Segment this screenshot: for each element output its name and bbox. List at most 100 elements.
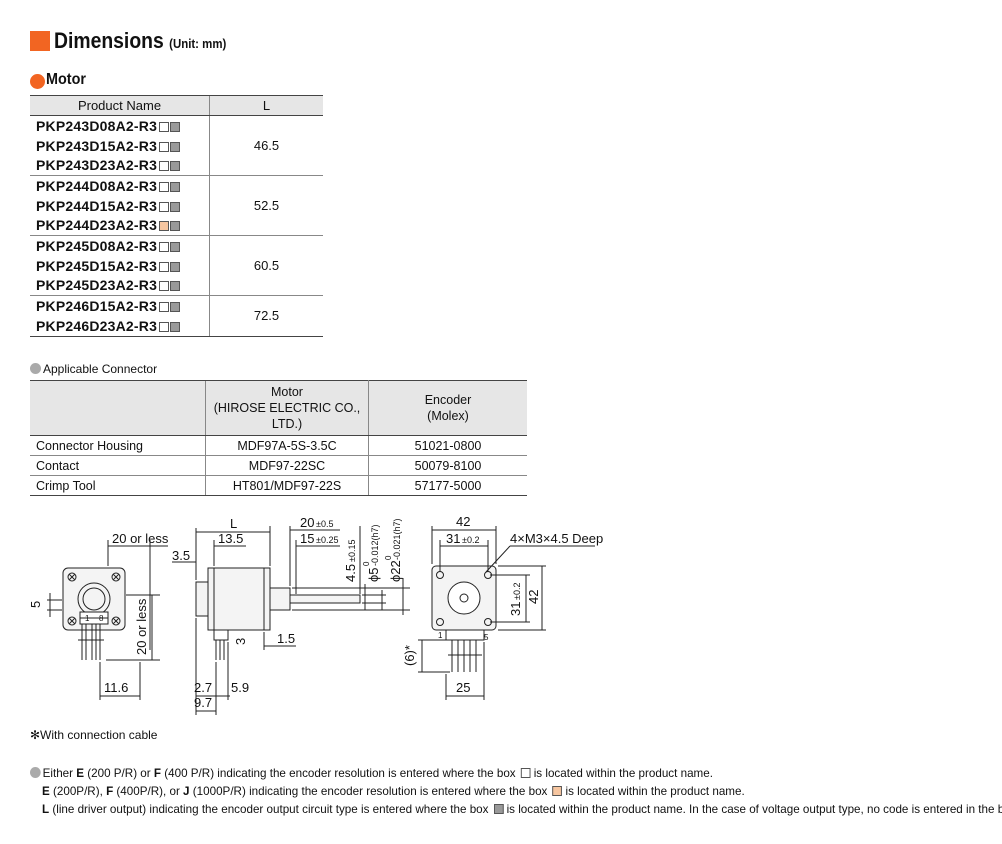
length-cell: 60.5	[209, 235, 323, 297]
white-box-icon	[159, 161, 170, 172]
pin-label: 1	[85, 614, 90, 623]
dim-label: 15	[300, 531, 314, 546]
gray-box-icon	[170, 302, 181, 313]
dim-label: 20 or less	[112, 531, 169, 546]
page-title: Dimensions (Unit: mm)	[54, 28, 227, 53]
dim-label: 5	[28, 601, 43, 608]
dim-label: ϕ22	[388, 560, 403, 582]
gray-box-icon	[170, 161, 181, 172]
bullet-icon	[30, 767, 41, 778]
tol-label: ±0.5	[316, 519, 333, 529]
gray-box-icon	[170, 121, 181, 132]
table-row: PKP244D15A2-R3	[30, 196, 323, 216]
table-row: PKP243D23A2-R3	[30, 155, 323, 177]
gray-box-icon	[170, 221, 181, 232]
connector-title: Applicable Connector	[30, 362, 157, 376]
col-l: L	[209, 95, 323, 116]
tol-label: -0.012(h7)	[370, 524, 380, 566]
gray-box-icon	[493, 804, 504, 814]
dim-label: 5.9	[231, 680, 249, 695]
product-name-cell: PKP243D23A2-R3	[30, 155, 210, 177]
connector-col-motor: Motor (HIROSE ELECTRIC CO., LTD.)	[205, 380, 369, 436]
product-name-cell: PKP245D08A2-R3	[30, 236, 210, 256]
bullet-icon	[30, 74, 45, 89]
gray-box-icon	[170, 321, 181, 332]
tol-label: 0	[384, 555, 393, 560]
table-row: Connector Housing MDF97A-5S-3.5C 51021-0…	[30, 435, 527, 456]
gray-box-icon	[170, 141, 181, 152]
tol-label: ±0.2	[512, 583, 522, 600]
bullet-icon	[30, 363, 41, 374]
dim-label: 4×M3×4.5 Deep	[510, 531, 603, 546]
dim-label: 11.6	[104, 680, 128, 695]
dim-label: 31	[508, 602, 523, 616]
dim-label: 2.7	[194, 680, 212, 695]
length-cell: 46.5	[209, 115, 323, 177]
product-name-cell: PKP244D08A2-R3	[30, 176, 210, 196]
white-box-icon	[159, 261, 170, 272]
white-box-icon	[159, 302, 170, 313]
tol-label: -0.021(h7)	[392, 518, 402, 560]
dim-label: 42	[456, 514, 470, 529]
connector-table: Motor (HIROSE ELECTRIC CO., LTD.) Encode…	[30, 380, 527, 496]
gray-box-icon	[170, 281, 181, 292]
tol-label: ±0.25	[316, 535, 338, 545]
length-cell: 72.5	[209, 295, 323, 337]
dim-label: 3	[233, 638, 248, 645]
col-product-name: Product Name	[30, 95, 210, 116]
length-cell: 52.5	[209, 175, 323, 237]
orange-box-icon	[159, 221, 170, 232]
dim-label: 42	[526, 590, 541, 604]
white-box-icon	[159, 181, 170, 192]
gray-box-icon	[170, 241, 181, 252]
orange-box-icon	[552, 786, 563, 796]
tol-label: ±0.15	[347, 540, 357, 562]
front-view	[418, 526, 595, 700]
unit-label: (Unit: mm)	[169, 36, 227, 51]
white-box-icon	[159, 321, 170, 332]
gray-box-icon	[170, 261, 181, 272]
dim-label: 31	[446, 531, 460, 546]
product-name-cell: PKP245D15A2-R3	[30, 256, 210, 276]
gray-box-icon	[170, 201, 181, 212]
pin-label: 1	[438, 631, 443, 640]
dim-label: ϕ5	[366, 567, 381, 582]
product-name-cell: PKP246D23A2-R3	[30, 315, 210, 337]
dim-label: 9.7	[194, 695, 212, 710]
white-box-icon	[520, 768, 531, 778]
white-box-icon	[159, 201, 170, 212]
table-row: PKP245D23A2-R3	[30, 275, 323, 297]
product-name-cell: PKP245D23A2-R3	[30, 275, 210, 297]
cable-note: ✻With connection cable	[30, 728, 158, 742]
pin-label: 8	[99, 614, 104, 623]
dim-label: 25	[456, 680, 470, 695]
side-view	[172, 526, 410, 715]
dim-label: L	[230, 516, 237, 531]
product-name-cell: PKP243D15A2-R3	[30, 136, 210, 156]
tol-label: ±0.2	[462, 535, 479, 545]
connector-col-encoder: Encoder (Molex)	[368, 380, 527, 436]
dim-label: 3.5	[172, 548, 190, 563]
table-row: PKP245D15A2-R3	[30, 256, 323, 276]
footnote-line-1: Either E (200 P/R) or F (400 P/R) indica…	[30, 766, 713, 780]
footnote-line-2: E (200P/R), F (400P/R), or J (1000P/R) i…	[42, 784, 745, 798]
product-name-cell: PKP246D15A2-R3	[30, 296, 210, 316]
white-box-icon	[159, 121, 170, 132]
motor-title: Motor	[46, 71, 86, 88]
dim-label: 20	[300, 515, 314, 530]
white-box-icon	[159, 281, 170, 292]
table-row: PKP243D15A2-R3	[30, 136, 323, 156]
dim-label: 20 or less	[134, 598, 149, 655]
section-marker-icon	[30, 31, 50, 51]
pin-label: 5	[484, 633, 489, 642]
dimension-drawing: 20 or less 20 or less 5 11.6 1 8	[28, 514, 603, 715]
product-name-cell: PKP244D15A2-R3	[30, 196, 210, 216]
table-row: Crimp Tool HT801/MDF97-22S 57177-5000	[30, 475, 527, 496]
dim-label: 4.5	[343, 564, 358, 582]
gray-box-icon	[170, 181, 181, 192]
